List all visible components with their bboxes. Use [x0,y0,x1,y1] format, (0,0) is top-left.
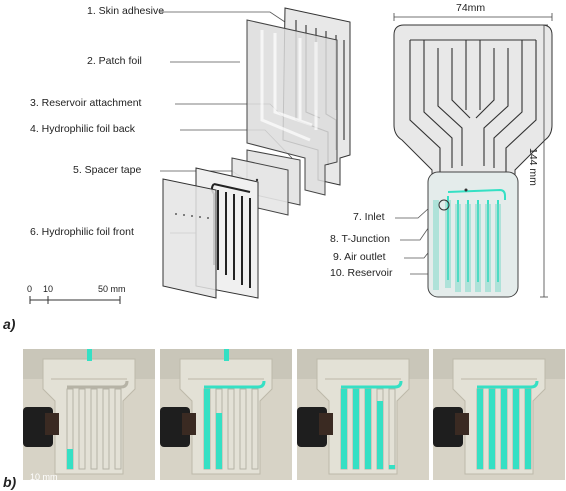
label-reservoir-attachment: 3. Reservoir attachment [30,97,142,109]
scale-a-tick-0: 0 [27,284,33,294]
t-junction-marker [438,199,450,211]
inlet-marker [464,188,468,192]
label-hydrophilic-foil-front: 6. Hydrophilic foil front [30,226,134,238]
photo-fluid-fill [67,449,73,469]
label-patch-foil: 2. Patch foil [87,55,142,67]
reservoir-card [427,171,519,298]
label-inlet: 7. Inlet [353,211,385,223]
photo-channel [227,388,235,470]
hydrophilic-foil-front-layer [162,178,217,299]
label-reservoir-feature: 10. Reservoir [330,267,393,279]
label-air-outlet: 9. Air outlet [333,251,386,263]
photo-fluid-fill [525,389,531,469]
top-view-patch [393,24,553,298]
photo-channel [114,388,122,470]
scale-bar-a [29,296,121,304]
photo-frame-4 [433,349,565,480]
label-skin-adhesive: 1. Skin adhesive [87,5,165,17]
scale-b-label: 10 mm [30,472,58,482]
photo-manifold [204,380,266,389]
photo-fluid-fill [365,389,371,469]
photo-fluid-fill [477,389,483,469]
photo-frame-3 [297,349,429,480]
photo-channel [251,388,259,470]
photo-fluid-fill [204,389,210,469]
leader-skin-adhesive [160,11,286,23]
patch-foil-layer [246,19,338,196]
photo-inlet-drop [87,349,92,361]
label-hydrophilic-foil-back: 4. Hydrophilic foil back [30,123,136,135]
dimension-height: 144 mm [527,148,539,186]
photo-fluid-fill [341,389,347,469]
label-spacer-tape: 5. Spacer tape [73,164,142,176]
panel-a-diagram [29,7,553,304]
dimension-width: 74mm [456,2,486,14]
scale-bar-b [30,483,48,485]
photo-inlet-drop [224,349,229,361]
photo-frame-2 [160,349,292,480]
photo-manifold [341,380,403,389]
panel-b-label: b) [3,474,17,490]
photo-manifold [67,380,129,389]
photo-channel [78,388,86,470]
panel-a-label: a) [3,316,16,332]
photo-channel [239,388,247,470]
photo-fluid-fill [389,465,395,469]
dimension-lines [393,13,553,298]
photo-fluid-fill [353,389,359,469]
photo-channel [102,388,110,470]
photo-fluid-fill [216,413,222,469]
photo-fluid-fill [513,389,519,469]
reservoir-channels [447,188,506,282]
scale-a-tick-50: 50 mm [98,284,126,294]
photo-fluid-fill [377,401,383,469]
photo-channel [90,388,98,470]
photo-manifold [477,380,539,389]
photo-fluid-fill [501,389,507,469]
photo-frame-1 [23,349,155,480]
scale-a-tick-10: 10 [43,284,54,294]
photo-fluid-fill [489,389,495,469]
label-t-junction: 8. T-Junction [330,233,390,245]
